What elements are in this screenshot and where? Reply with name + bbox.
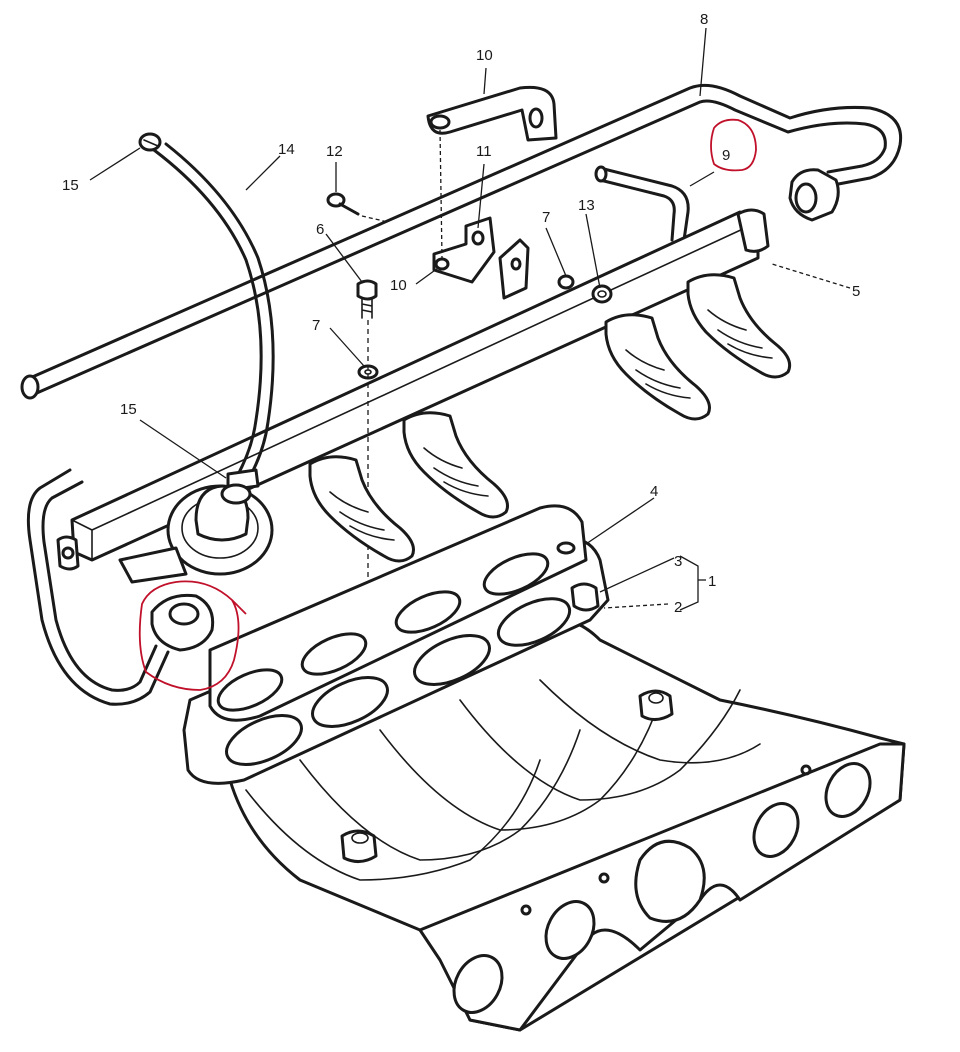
- intake-manifold: [228, 618, 906, 1032]
- pipe-end-fitting: [150, 593, 215, 652]
- callout-11: 11: [476, 143, 492, 160]
- callout-14: 14: [278, 141, 295, 158]
- callout-15-bottom: 15: [120, 401, 137, 418]
- callout-6: 6: [316, 221, 324, 238]
- bolt-12: [326, 192, 389, 223]
- callout-12: 12: [326, 143, 343, 160]
- callout-1: 1: [708, 573, 716, 590]
- nut-13: [591, 284, 613, 304]
- callout-9: 9: [722, 147, 730, 164]
- red-annotation-marks: [138, 118, 757, 691]
- bolt-6: [356, 279, 378, 319]
- callout-8: 8: [700, 11, 708, 28]
- callout-10-top: 10: [476, 47, 493, 64]
- washer-7-right: [557, 274, 575, 290]
- mounting-bracket-upper: [426, 85, 558, 142]
- red-outline-pipe-fitting: [138, 580, 247, 691]
- callout-3: 3: [674, 553, 682, 570]
- hose-clip-15-top: [138, 132, 162, 152]
- red-outline-callout-9: [710, 118, 757, 172]
- callout-5: 5: [852, 283, 860, 300]
- fuel-injector-1: [308, 455, 415, 563]
- pipe-union-fitting: [788, 168, 840, 222]
- intake-manifold-gasket: [182, 504, 610, 785]
- pressure-regulator-return-pipe: [26, 468, 170, 706]
- fuel-feed-hose: [594, 165, 690, 242]
- callout-13: 13: [578, 197, 595, 214]
- callout-labels: 8 10 11 12 14 15 9 6 7 13 10 5 7 15 4 3 …: [62, 11, 860, 616]
- callout-10-lower: 10: [390, 277, 407, 294]
- leader-lines: [89, 27, 851, 611]
- callout-7-left: 7: [312, 317, 320, 334]
- fuel-pressure-regulator: [118, 483, 274, 584]
- fuel-injector-3: [604, 313, 711, 421]
- callout-4: 4: [650, 483, 658, 500]
- callout-2: 2: [674, 599, 682, 616]
- fuel-injector-4: [686, 273, 792, 379]
- vacuum-hose: [152, 142, 275, 482]
- fuel-return-pipe: [20, 83, 903, 400]
- mounting-bracket-lower: [432, 129, 530, 300]
- fuel-injector-2: [402, 411, 509, 519]
- callout-15-top: 15: [62, 177, 79, 194]
- callout-7-right: 7: [542, 209, 550, 226]
